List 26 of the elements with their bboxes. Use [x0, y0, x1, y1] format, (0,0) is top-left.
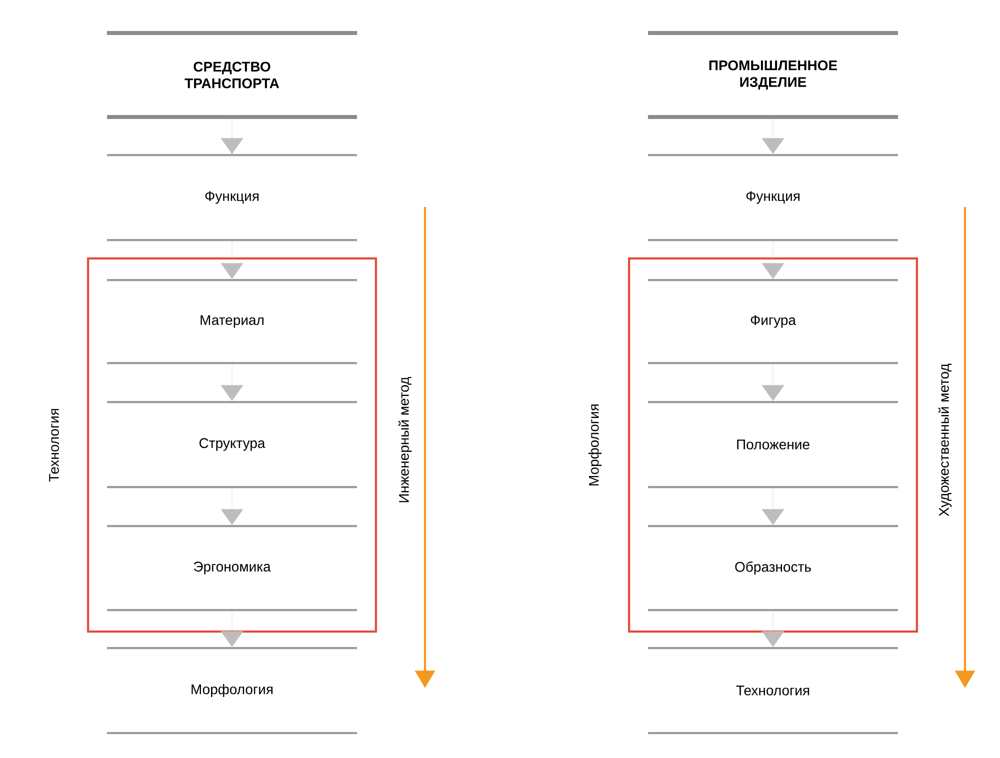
- text-band: Структура: [107, 400, 357, 488]
- text-band: Технология: [648, 646, 898, 734]
- method-label: Художественный метод: [938, 364, 952, 516]
- arrow: [220, 488, 244, 525]
- text-band: Положение: [648, 400, 898, 488]
- arrow: [762, 241, 784, 279]
- text-band: Эргономика: [107, 524, 357, 612]
- header-band: СРЕДСТВО ТРАНСПОРТА: [107, 31, 357, 119]
- arrow: [762, 488, 784, 525]
- arrow: [762, 118, 784, 154]
- arrow: [220, 241, 244, 279]
- text-band: Функция: [648, 154, 898, 242]
- arrow: [220, 118, 244, 154]
- text-band: Морфология: [107, 646, 357, 734]
- group-heading: Технология: [49, 408, 59, 482]
- text-band: Функция: [107, 154, 357, 242]
- arrow: [762, 611, 784, 647]
- group-heading: Морфология: [588, 404, 602, 486]
- arrow: [762, 364, 784, 401]
- header-band: ПРОМЫШЛЕННОЕ ИЗДЕЛИЕ: [648, 31, 898, 119]
- text-band: Фигура: [648, 278, 898, 364]
- arrow: [220, 364, 244, 401]
- arrow: [220, 611, 244, 647]
- text-band: Материал: [107, 278, 357, 364]
- method-label: Инженерный метод: [398, 376, 412, 502]
- text-band: Образность: [648, 524, 898, 612]
